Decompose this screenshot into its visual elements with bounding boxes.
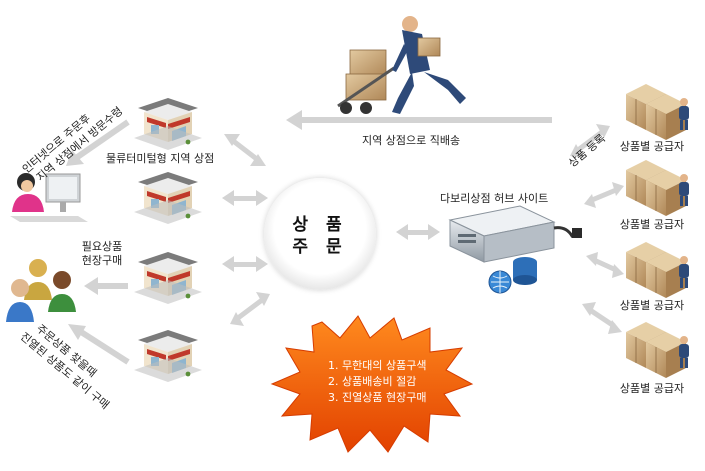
- label-hub-site: 다보리상점 허브 사이트: [440, 192, 549, 205]
- double-arrow-supplier3: [586, 252, 624, 278]
- arrow-onsite: [84, 277, 128, 295]
- computer-user-icon: [10, 173, 88, 222]
- arrow-delivery: [286, 110, 552, 130]
- double-arrow-store1: [224, 134, 266, 166]
- delivery-man-icon: [337, 16, 466, 114]
- label-buy-onsite-line-2: 현장구매: [81, 254, 123, 267]
- double-arrow-store4: [230, 292, 270, 326]
- double-arrow-hub: [396, 224, 440, 240]
- store-icon-2: [134, 172, 202, 224]
- benefit-item-3: 3. 진열상품 현장구매: [328, 391, 427, 404]
- label-logistics-store: 물류터미털형 지역 상점: [106, 152, 215, 165]
- supplier-label-4: 상품별 공급자: [619, 382, 685, 395]
- supplier-label-3: 상품별 공급자: [619, 299, 685, 312]
- double-arrow-register: [570, 124, 610, 158]
- people-group-icon: [6, 259, 76, 322]
- supplier-box-icon-4: [625, 321, 689, 379]
- benefit-item-1: 1. 무한대의 상품구색: [328, 359, 427, 372]
- supplier-label-2: 상품별 공급자: [619, 218, 685, 231]
- order-circle: [264, 178, 376, 290]
- benefit-burst: [270, 315, 474, 453]
- benefit-list: 1. 무한대의 상품구색 2. 상품배송비 절감 3. 진열상품 현장구매: [328, 358, 426, 406]
- benefit-item-2: 2. 상품배송비 절감: [328, 375, 417, 388]
- double-arrow-supplier4: [582, 302, 622, 334]
- supplier-box-icon-1: [625, 83, 689, 141]
- store-icon-1: [134, 98, 202, 150]
- supplier-label-1: 상품별 공급자: [619, 140, 685, 153]
- double-arrow-store2: [222, 190, 268, 206]
- order-circle-line-2: 주 문: [292, 237, 348, 257]
- arrow-visit: [68, 324, 130, 365]
- server-icon: [448, 205, 582, 294]
- double-arrow-store3: [222, 256, 268, 272]
- supplier-box-icon-3: [625, 241, 689, 299]
- label-buy-onsite-line-1: 필요상품: [81, 240, 123, 253]
- store-icon-3: [134, 252, 202, 304]
- label-direct-delivery: 지역 상점으로 직배송: [362, 134, 461, 147]
- double-arrow-supplier2: [584, 182, 624, 208]
- supplier-box-icon-2: [625, 159, 689, 217]
- order-circle-line-1: 상 품: [292, 215, 348, 235]
- order-circle-text: 상 품 주 문: [264, 214, 376, 258]
- arrow-online-order: [66, 119, 130, 166]
- store-icon-4: [134, 330, 202, 382]
